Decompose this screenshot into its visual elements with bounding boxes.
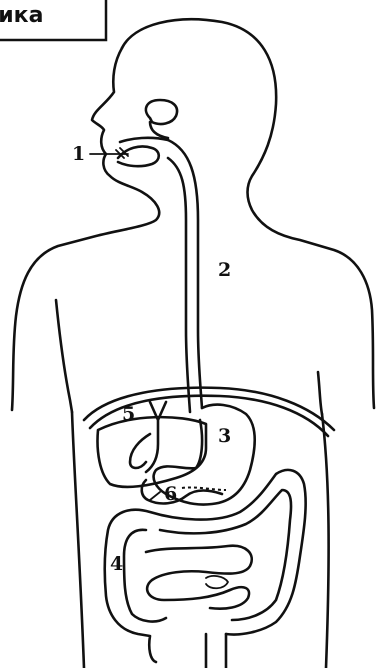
nasal-cavity [146, 100, 177, 124]
label-6: 6 [164, 483, 177, 505]
figure-title: Слика [0, 3, 43, 28]
esophagus-inner [168, 158, 190, 412]
label-5: 5 [122, 403, 135, 425]
figure-title-box: Слика [0, 0, 106, 40]
gall-bladder [130, 434, 150, 468]
oral-nasal-cavity [116, 100, 177, 166]
esophagus [168, 140, 202, 412]
liver [98, 402, 207, 487]
liver-outline [98, 417, 207, 487]
small-intestine-detail [206, 576, 228, 588]
palate [120, 138, 168, 142]
label-2: 2 [218, 259, 231, 281]
pancreatic-pointer [150, 492, 160, 500]
lower-body-right [322, 414, 329, 668]
label-3: 3 [218, 425, 231, 447]
rectum [206, 634, 226, 668]
tongue [118, 146, 159, 166]
bile-duct [146, 402, 166, 472]
small-intestine [146, 546, 252, 609]
right-arm-line [318, 372, 322, 414]
label-1: 1 [72, 143, 85, 165]
label-4: 4 [110, 553, 123, 575]
face-profile [12, 48, 159, 410]
left-arm-line [56, 300, 72, 412]
lower-body-left [72, 412, 84, 668]
large-intestine-inner [124, 490, 291, 621]
